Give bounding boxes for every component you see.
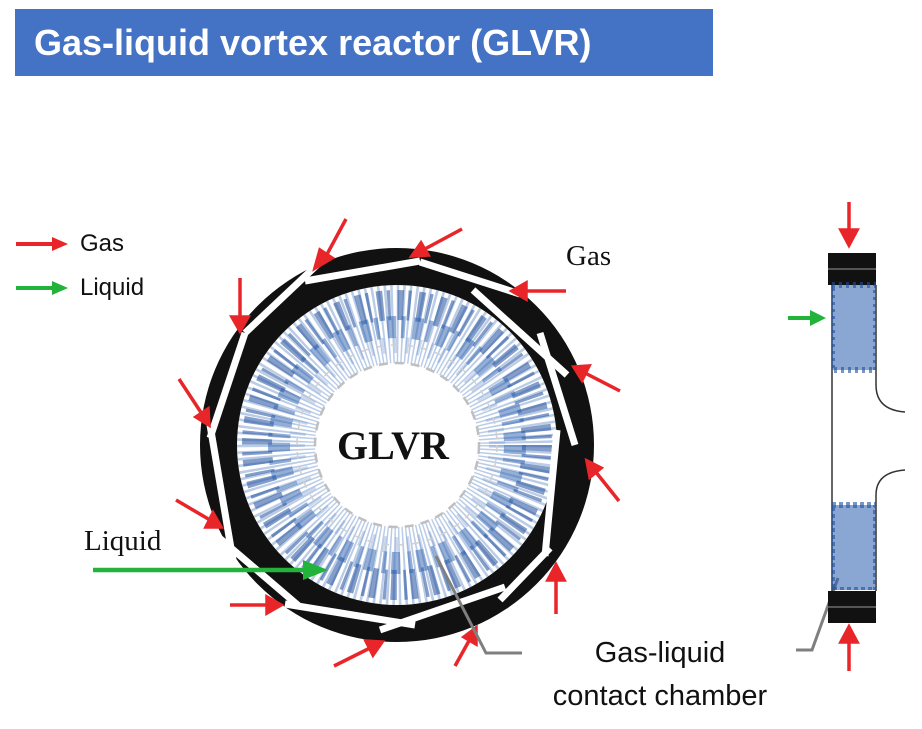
legend-label-liquid: Liquid bbox=[80, 274, 145, 301]
gas-arrow bbox=[230, 593, 285, 617]
side-view-liquid-arrow bbox=[788, 310, 826, 326]
legend-item-liquid: Liquid bbox=[14, 273, 144, 303]
gas-arrow bbox=[570, 364, 621, 393]
gas-arrows bbox=[175, 218, 621, 668]
side-view-liquid-bottom bbox=[832, 502, 876, 590]
side-view-bottom-cap bbox=[828, 591, 876, 623]
side-view-liquid-top bbox=[832, 282, 876, 373]
gas-arrow bbox=[545, 561, 567, 614]
chamber-label-line1: Gas-liquid bbox=[594, 637, 726, 669]
gas-arrow bbox=[175, 498, 225, 529]
title-banner: Gas-liquid vortex reactor (GLVR) bbox=[15, 9, 713, 76]
gas-arrow bbox=[177, 378, 211, 429]
side-view-gas-arrow-bottom bbox=[838, 623, 860, 671]
gas-arrow bbox=[453, 624, 478, 667]
green-arrow-icon bbox=[16, 281, 68, 295]
legend-item-gas: Gas bbox=[14, 229, 124, 259]
gas-arrow bbox=[333, 639, 386, 668]
gas-arrow bbox=[508, 279, 566, 303]
chamber-label-line2: contact chamber bbox=[552, 680, 768, 712]
side-view-gas-arrow-top bbox=[838, 202, 860, 249]
liquid-label: Liquid bbox=[84, 525, 162, 557]
page-title: Gas-liquid vortex reactor (GLVR) bbox=[34, 21, 592, 63]
gas-arrow bbox=[228, 278, 252, 335]
legend-label-gas: Gas bbox=[80, 230, 125, 257]
gas-arrow bbox=[312, 218, 348, 272]
side-view-top-cap bbox=[828, 253, 876, 285]
gas-arrow bbox=[584, 457, 621, 503]
legend: Gas Liquid bbox=[14, 225, 194, 305]
gas-arrow bbox=[408, 227, 463, 258]
reactor-side-view bbox=[788, 202, 906, 671]
reactor-label: GLVR bbox=[337, 423, 449, 468]
red-arrow-icon bbox=[16, 237, 68, 251]
liquid-inlet-arrow bbox=[93, 560, 328, 580]
central-reaction-zone bbox=[296, 344, 498, 546]
gas-label: Gas bbox=[566, 240, 612, 272]
